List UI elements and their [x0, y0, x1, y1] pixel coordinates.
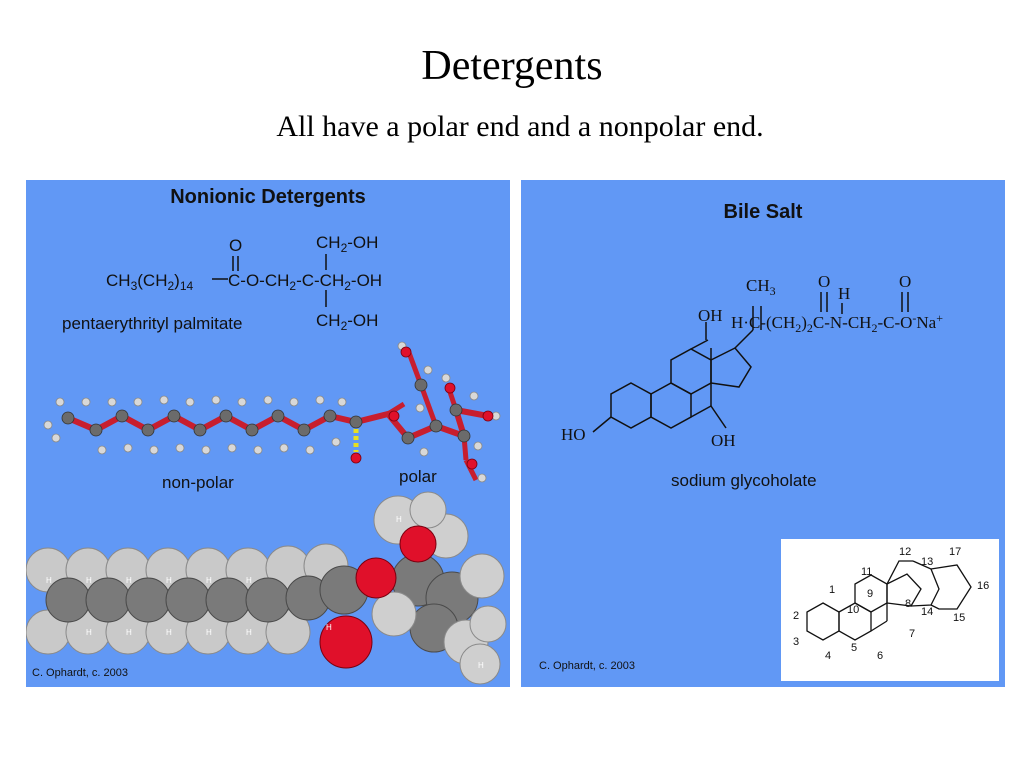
steroid-numbering-svg: 1 2 3 4 5 6 7 8 9 10 11 12 13 14 15 16 1…: [793, 546, 989, 662]
svg-text:H: H: [206, 628, 212, 637]
step-3: 3: [793, 636, 799, 648]
methyl-group: CH3: [746, 276, 776, 298]
glycoholate-name: sodium glycoholate: [671, 471, 817, 490]
step-7: 7: [909, 628, 915, 640]
step-11: 11: [861, 566, 872, 578]
space-filling-model: H H H H H H H H H H H H H H: [26, 491, 507, 685]
right-credit: C. Ophardt, c. 2003: [539, 660, 635, 672]
left-credit: C. Ophardt, c. 2003: [32, 667, 128, 679]
ball-and-stick-model: [43, 341, 501, 483]
formula-bottom-branch: CH2-OH: [316, 311, 378, 333]
formula-top-branch: CH2-OH: [316, 233, 378, 255]
step-6: 6: [877, 650, 883, 662]
svg-text:H: H: [478, 661, 484, 670]
nonpolar-label: non-polar: [162, 473, 234, 492]
pentaerythrityl-name: pentaerythrityl palmitate: [62, 314, 243, 333]
svg-text:H: H: [326, 623, 332, 632]
step-16: 16: [977, 580, 989, 592]
svg-text:H: H: [126, 576, 132, 585]
formula-main-chain: CH3(CH2)14: [106, 271, 194, 293]
side-chain: H·C-(CH2)2C-N-CH2-C-O-Na+: [731, 311, 943, 335]
bile-salt-panel: Bile Salt OH HO OH CH3 H·C-(CH2)2C-N-CH2…: [521, 180, 1005, 687]
svg-text:H: H: [206, 576, 212, 585]
step-14: 14: [921, 606, 933, 618]
svg-text:H: H: [246, 628, 252, 637]
formula-carbonyl-o: O: [229, 236, 242, 255]
svg-text:H: H: [86, 576, 92, 585]
nonionic-detergents-panel: Nonionic Detergents CH3(CH2)14 C-O-CH2-C…: [26, 180, 510, 687]
svg-text:H: H: [166, 576, 172, 585]
steroid-numbering-diagram: 1 2 3 4 5 6 7 8 9 10 11 12 13 14 15 16 1…: [781, 539, 999, 681]
step-8: 8: [905, 598, 911, 610]
step-17: 17: [949, 546, 961, 558]
amide-oxygen: O: [818, 272, 830, 291]
bile-salt-title: Bile Salt: [723, 201, 803, 223]
amide-h: H: [838, 284, 850, 303]
svg-text:H: H: [126, 628, 132, 637]
ho-left: HO: [561, 425, 586, 444]
slide-subtitle: All have a polar end and a nonpolar end.: [276, 110, 764, 143]
polar-label: polar: [399, 467, 437, 486]
sodium-glycoholate-structure: OH HO OH CH3 H·C-(CH2)2C-N-CH2-C-O-Na+ O…: [561, 272, 943, 450]
step-4: 4: [825, 650, 831, 662]
step-2: 2: [793, 610, 799, 622]
oh-top: OH: [698, 306, 723, 325]
step-15: 15: [953, 612, 965, 624]
nonionic-panel-title: Nonionic Detergents: [170, 186, 366, 208]
step-5: 5: [851, 642, 857, 654]
svg-text:H: H: [396, 515, 402, 524]
svg-text:H: H: [166, 628, 172, 637]
formula-ester-link: C-O-CH2-C-CH2-OH: [228, 271, 382, 293]
step-13: 13: [921, 556, 933, 568]
step-1: 1: [829, 584, 835, 596]
carboxyl-oxygen: O: [899, 272, 911, 291]
pentaerythrityl-structure: CH3(CH2)14 C-O-CH2-C-CH2-OH O CH2-OH CH2…: [26, 233, 507, 685]
step-10: 10: [847, 604, 859, 616]
slide-title: Detergents: [421, 43, 603, 89]
svg-text:H: H: [46, 576, 52, 585]
step-12: 12: [899, 546, 911, 558]
steroid-skeleton: [592, 306, 762, 433]
step-9: 9: [867, 588, 873, 600]
svg-text:H: H: [246, 576, 252, 585]
svg-text:H: H: [86, 628, 92, 637]
oh-bottom: OH: [711, 431, 736, 450]
